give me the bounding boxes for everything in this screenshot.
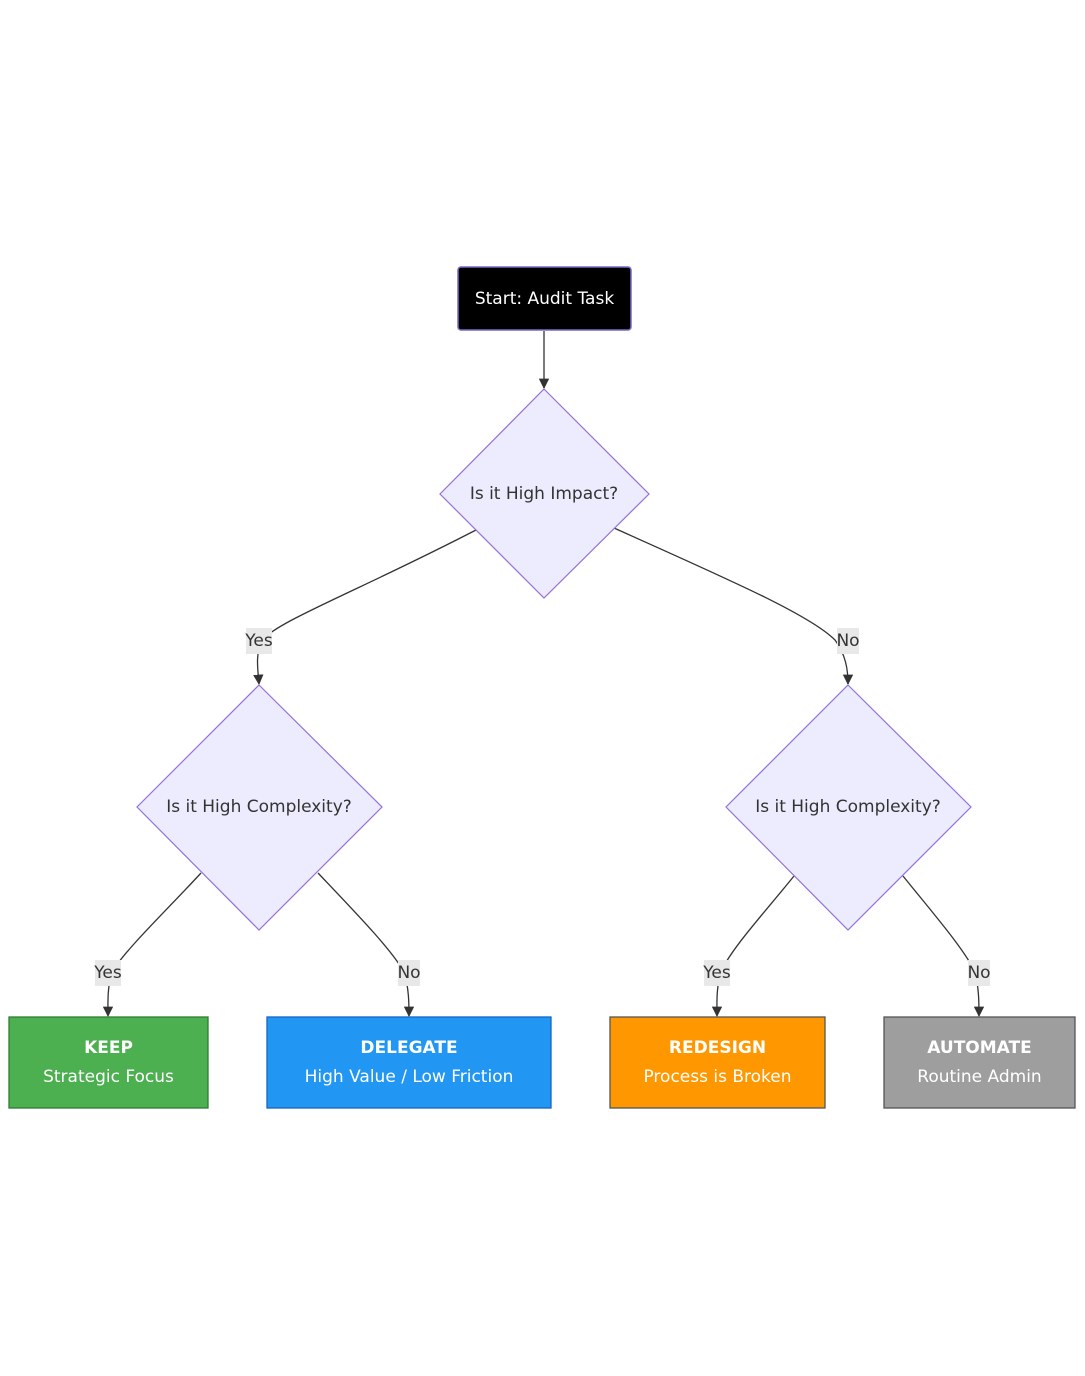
edge-label-impact-yes: Yes	[244, 628, 273, 654]
edge-label-left-no: No	[397, 960, 421, 986]
outcome-automate: AUTOMATE Routine Admin	[883, 1016, 1076, 1109]
edge-label-text: No	[967, 963, 990, 983]
outcome-redesign-title: REDESIGN	[669, 1038, 766, 1058]
outcome-delegate-title: DELEGATE	[360, 1038, 457, 1058]
outcome-keep-box	[8, 1016, 209, 1109]
edge-impact-yes	[253, 529, 477, 686]
outcome-delegate-subtitle: High Value / Low Friction	[305, 1067, 514, 1087]
edge-right-no	[902, 875, 985, 1018]
start-node: Start: Audit Task	[457, 266, 632, 331]
decision-high-impact-label: Is it High Impact?	[470, 484, 618, 504]
outcome-delegate-box	[266, 1016, 552, 1109]
edge-impact-no	[613, 527, 854, 686]
edge-label-impact-no: No	[836, 628, 860, 654]
start-node-label: Start: Audit Task	[475, 289, 614, 309]
decision-complexity-left: Is it High Complexity?	[136, 684, 383, 931]
decision-complexity-left-label: Is it High Complexity?	[166, 797, 352, 817]
start-node-box	[457, 266, 632, 331]
edge-label-right-yes: Yes	[702, 960, 731, 986]
edge-left-yes	[102, 872, 202, 1018]
edge-label-text: No	[397, 963, 420, 983]
outcome-delegate: DELEGATE High Value / Low Friction	[266, 1016, 552, 1109]
decision-complexity-left-shape	[136, 684, 383, 931]
decision-complexity-right-shape	[725, 684, 972, 931]
outcome-redesign-box	[609, 1016, 826, 1109]
edge-label-left-yes: Yes	[93, 960, 122, 986]
outcome-keep-subtitle: Strategic Focus	[43, 1067, 174, 1087]
decision-high-impact-shape	[439, 388, 650, 599]
edge-left-no	[317, 872, 415, 1018]
decision-complexity-right: Is it High Complexity?	[725, 684, 972, 931]
edge-label-text: No	[836, 631, 859, 651]
edge-label-text: Yes	[702, 963, 731, 983]
decision-high-impact: Is it High Impact?	[439, 388, 650, 599]
outcome-automate-subtitle: Routine Admin	[917, 1067, 1041, 1087]
outcome-automate-box	[883, 1016, 1076, 1109]
outcome-keep-title: KEEP	[84, 1038, 133, 1058]
outcome-redesign-subtitle: Process is Broken	[643, 1067, 791, 1087]
outcome-keep: KEEP Strategic Focus	[8, 1016, 209, 1109]
edge-label-text: Yes	[93, 963, 122, 983]
edge-right-yes	[711, 875, 795, 1018]
outcome-automate-title: AUTOMATE	[927, 1038, 1031, 1058]
decision-complexity-right-label: Is it High Complexity?	[755, 797, 941, 817]
outcome-redesign: REDESIGN Process is Broken	[609, 1016, 826, 1109]
edge-label-text: Yes	[244, 631, 273, 651]
edge-label-right-no: No	[967, 960, 991, 986]
